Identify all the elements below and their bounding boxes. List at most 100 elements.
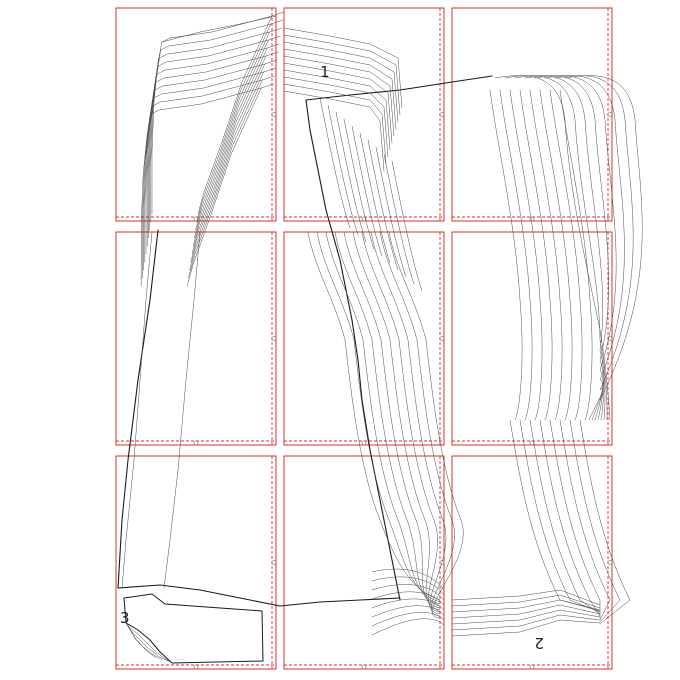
grade-line bbox=[361, 231, 441, 613]
tile-r3-c2 bbox=[283, 455, 445, 670]
piece-label-3: 3 bbox=[120, 609, 130, 627]
grade-line bbox=[148, 65, 159, 239]
grade-line bbox=[371, 612, 445, 627]
grade-line bbox=[161, 11, 285, 43]
grade-line bbox=[509, 89, 543, 421]
registration-mark bbox=[271, 336, 277, 341]
grade-line bbox=[370, 231, 447, 615]
grade-line bbox=[158, 35, 281, 67]
grade-line bbox=[351, 125, 383, 257]
grade-line bbox=[371, 584, 445, 601]
grade-line bbox=[327, 104, 359, 236]
tile-r2-c1 bbox=[115, 231, 277, 446]
registration-mark bbox=[361, 440, 367, 446]
grade-line bbox=[142, 105, 153, 279]
grade-line bbox=[343, 231, 441, 609]
tile-border bbox=[115, 231, 277, 446]
grade-line bbox=[391, 160, 423, 292]
grade-line bbox=[529, 89, 563, 421]
grade-line bbox=[451, 589, 601, 606]
grade-line bbox=[579, 419, 631, 625]
tile-r1-c1 bbox=[115, 7, 277, 222]
grade-line bbox=[519, 419, 601, 613]
grade-line bbox=[539, 89, 573, 421]
grade-line bbox=[197, 15, 273, 215]
registration-mark bbox=[193, 664, 199, 670]
grade-line bbox=[343, 118, 375, 250]
grade-line bbox=[121, 231, 153, 589]
grade-line bbox=[549, 419, 601, 619]
grade-line bbox=[283, 76, 389, 158]
grade-line bbox=[195, 31, 270, 231]
grade-line bbox=[325, 231, 441, 605]
grade-line bbox=[367, 139, 399, 271]
tile-border bbox=[115, 7, 277, 222]
grade-line bbox=[307, 231, 441, 601]
piece-1-sleeve-cap bbox=[161, 15, 277, 43]
grade-line bbox=[529, 419, 601, 615]
grade-line bbox=[155, 51, 279, 83]
grade-line bbox=[283, 83, 387, 165]
piece-label-1: 1 bbox=[320, 63, 330, 81]
registration-mark bbox=[439, 112, 445, 117]
grade-line bbox=[371, 576, 445, 596]
grade-line bbox=[451, 619, 601, 637]
grade-line bbox=[316, 231, 441, 603]
grade-line bbox=[188, 79, 263, 279]
grade-line bbox=[564, 75, 643, 421]
grade-line bbox=[283, 34, 401, 116]
grade-line bbox=[319, 97, 351, 229]
registration-mark bbox=[529, 664, 535, 670]
grade-line bbox=[144, 89, 156, 263]
grade-line bbox=[371, 568, 445, 591]
grade-line bbox=[539, 419, 601, 617]
grade-line bbox=[388, 231, 464, 619]
registration-mark bbox=[193, 216, 199, 222]
grade-line bbox=[509, 419, 601, 611]
grade-line bbox=[544, 75, 625, 421]
registration-mark bbox=[529, 440, 535, 446]
tile-r1-c2 bbox=[283, 7, 445, 222]
grade-line bbox=[149, 57, 160, 231]
grade-line bbox=[524, 75, 609, 421]
grade-line bbox=[140, 113, 152, 287]
registration-mark bbox=[361, 664, 367, 670]
tile-border bbox=[115, 455, 277, 670]
grade-line bbox=[489, 89, 523, 421]
registration-mark bbox=[607, 560, 613, 565]
grade-line bbox=[383, 153, 415, 285]
grade-line bbox=[283, 69, 391, 151]
grade-line bbox=[494, 75, 611, 421]
grade-line bbox=[189, 71, 264, 271]
grade-line bbox=[499, 89, 533, 421]
piece-3-size-note: ~~~~ bbox=[176, 658, 185, 661]
grade-line bbox=[150, 83, 274, 115]
grade-line bbox=[196, 23, 272, 223]
grade-line bbox=[514, 75, 606, 421]
grade-line bbox=[283, 41, 399, 123]
grade-line bbox=[191, 55, 267, 255]
tile-r3-c1 bbox=[115, 455, 277, 670]
grade-line bbox=[371, 605, 445, 618]
grade-line bbox=[534, 75, 617, 421]
tile-border bbox=[451, 7, 613, 222]
grade-line bbox=[143, 97, 154, 271]
grade-line bbox=[283, 27, 403, 109]
piece-outline-guides bbox=[117, 75, 493, 607]
grade-line bbox=[371, 591, 445, 606]
grade-line bbox=[190, 63, 266, 263]
grade-line bbox=[153, 67, 276, 99]
grade-line bbox=[451, 609, 601, 625]
grade-line bbox=[559, 419, 611, 621]
grade-line bbox=[334, 231, 441, 607]
registration-mark bbox=[271, 112, 277, 117]
tile-r2-c3 bbox=[451, 231, 613, 446]
grade-line bbox=[283, 48, 397, 130]
grade-line bbox=[554, 75, 634, 421]
grade-line bbox=[283, 55, 395, 137]
grade-line bbox=[163, 231, 201, 589]
grade-line bbox=[156, 43, 280, 75]
grade-line bbox=[150, 49, 162, 223]
grade-line bbox=[146, 73, 158, 247]
grade-line bbox=[451, 594, 601, 609]
